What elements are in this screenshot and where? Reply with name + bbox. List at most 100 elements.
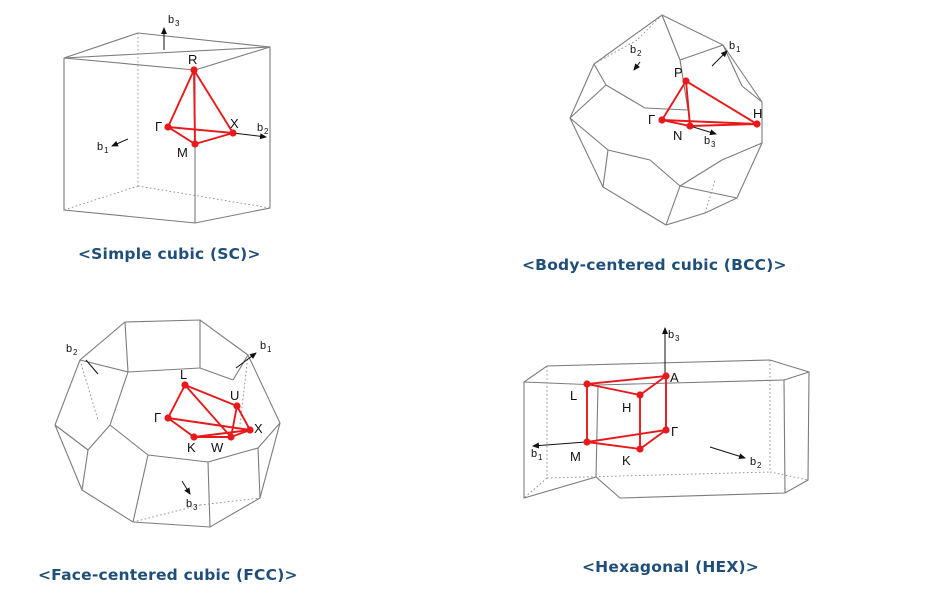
fcc-symmetry-path: [166, 384, 252, 438]
sc-label-gamma: Γ: [155, 119, 162, 134]
hex-symmetry-path: [586, 374, 670, 450]
svg-text:1: 1: [538, 453, 543, 462]
bcc-point-n: [686, 122, 694, 130]
svg-text:2: 2: [264, 127, 269, 136]
fcc-point-l: [181, 381, 189, 389]
sc-b2-arrow: [232, 132, 267, 140]
bcc-point-gamma: [658, 116, 666, 124]
bcc-point-p: [682, 77, 690, 85]
sc-point-m: [191, 140, 199, 148]
sc-label-x: X: [230, 116, 239, 131]
bcc-vector-b1: b 1: [729, 40, 741, 54]
bcc-b2-arrow: [633, 61, 641, 71]
sc-point-x: [229, 129, 237, 137]
hex-diagram: L H A M K Γ b 1 b 2 b 3: [523, 327, 810, 499]
fcc-vector-b3: b 3: [186, 498, 198, 512]
sc-point-gamma: [164, 123, 172, 131]
hex-label-gamma: Γ: [671, 424, 678, 439]
bcc-diagram: P Γ N H b 1 b 2 b 3: [569, 14, 763, 226]
hex-vector-b3: b 3: [668, 329, 680, 343]
bcc-vector-b2: b 2: [630, 44, 642, 58]
fcc-point-x: [246, 426, 254, 434]
hex-label-l: L: [570, 388, 577, 403]
sc-caption: <Simple cubic (SC)>: [78, 245, 261, 263]
bcc-label-n: N: [673, 128, 682, 143]
svg-text:b: b: [750, 456, 756, 468]
sc-vector-b1: b 1: [97, 141, 109, 155]
fcc-point-gamma: [164, 414, 172, 422]
hex-label-h: H: [622, 400, 631, 415]
svg-text:b: b: [729, 40, 735, 52]
svg-text:2: 2: [73, 348, 78, 357]
hex-point-k: [636, 445, 644, 453]
hex-point-h: [636, 391, 644, 399]
fcc-point-u: [233, 402, 241, 410]
fcc-point-w: [227, 433, 235, 441]
bcc-caption: <Body-centered cubic (BCC)>: [522, 256, 787, 274]
bcc-point-h: [753, 120, 761, 128]
hex-edges: [523, 359, 810, 499]
fcc-label-w: W: [211, 440, 224, 455]
hex-hidden-edges: [523, 360, 809, 499]
fcc-vector-b1: b 1: [260, 340, 272, 354]
fcc-edges: [54, 319, 281, 528]
sc-label-r: R: [188, 52, 197, 67]
sc-diagram: R Γ X M b 1 b 2 b 3: [63, 14, 271, 224]
hex-label-m: M: [570, 449, 581, 464]
svg-text:3: 3: [675, 334, 680, 343]
fcc-label-gamma: Γ: [154, 410, 161, 425]
svg-text:b: b: [168, 14, 174, 26]
hex-point-l: [583, 380, 591, 388]
svg-text:1: 1: [104, 146, 109, 155]
hex-label-a: A: [670, 370, 679, 385]
svg-text:3: 3: [175, 19, 180, 28]
svg-text:2: 2: [637, 49, 642, 58]
hex-b1-arrow: [532, 441, 587, 449]
svg-text:b: b: [630, 44, 636, 56]
bcc-hidden-edges: [593, 14, 716, 214]
sc-vector-b3: b 3: [168, 14, 180, 28]
svg-text:b: b: [186, 498, 192, 510]
svg-text:b: b: [66, 343, 72, 355]
bcc-label-h: H: [753, 106, 762, 121]
bcc-b1-arrow: [711, 50, 728, 67]
sc-b1-arrow: [111, 138, 129, 147]
svg-text:1: 1: [267, 345, 272, 354]
hex-point-gamma: [662, 426, 670, 434]
fcc-point-k: [190, 433, 198, 441]
bcc-b3-arrow: [689, 125, 717, 136]
fcc-label-l: L: [180, 367, 187, 382]
hex-label-k: K: [622, 453, 631, 468]
svg-text:3: 3: [193, 503, 198, 512]
svg-text:b: b: [531, 448, 537, 460]
hex-b2-arrow: [709, 446, 746, 460]
svg-text:2: 2: [757, 461, 762, 470]
hex-caption: <Hexagonal (HEX)>: [582, 558, 759, 576]
hex-vector-b2: b 2: [750, 456, 762, 470]
sc-hidden-edges: [63, 33, 271, 211]
svg-text:b: b: [668, 329, 674, 341]
svg-text:b: b: [257, 122, 263, 134]
sc-point-r: [190, 66, 198, 74]
bcc-vector-b3: b 3: [704, 135, 716, 149]
sc-symmetry-path: [166, 66, 235, 146]
hex-vector-b1: b 1: [531, 448, 543, 462]
svg-text:3: 3: [711, 140, 716, 149]
bcc-label-gamma: Γ: [648, 112, 655, 127]
hex-point-m: [583, 438, 591, 446]
bcc-symmetry-path: [660, 79, 761, 127]
fcc-label-x: X: [254, 421, 263, 436]
hex-point-a: [662, 372, 670, 380]
fcc-label-k: K: [187, 440, 196, 455]
fcc-hidden-edges: [79, 354, 261, 523]
sc-label-m: M: [177, 145, 188, 160]
fcc-b1-arrow: [235, 352, 257, 369]
svg-text:b: b: [97, 141, 103, 153]
svg-text:b: b: [260, 340, 266, 352]
svg-text:b: b: [704, 135, 710, 147]
fcc-caption: <Face-centered cubic (FCC)>: [38, 566, 298, 584]
fcc-b2-arrow: [85, 359, 99, 375]
fcc-diagram: L Γ U X K W b 1 b 2 b 3: [54, 319, 281, 528]
fcc-vector-b2: b 2: [66, 343, 78, 357]
